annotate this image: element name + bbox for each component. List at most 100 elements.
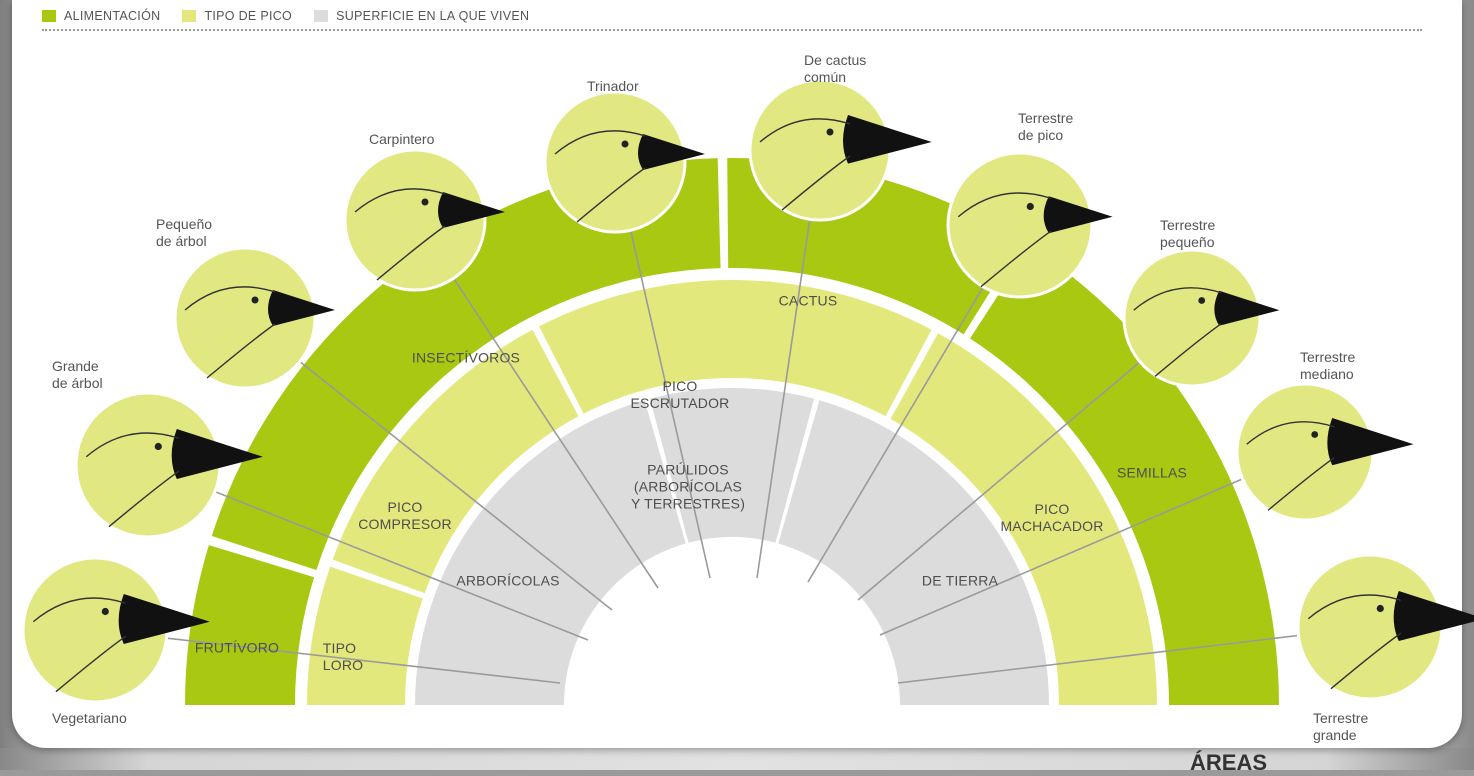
finch-head-icon [1296,553,1474,701]
connector-line [879,451,1306,636]
legend-item-tipo-pico: TIPO DE PICO [182,9,292,23]
throat-outline [1267,457,1335,511]
beak-shape [268,290,335,326]
bird-eye [101,607,109,616]
bird-face-circle [946,151,1094,299]
beak-shape [1327,418,1414,466]
footer-fragment: ÁREAS [1190,750,1268,775]
ring-segment-pico-machacador [890,333,1157,705]
beak-shape [843,115,932,164]
band-label-semillas: SEMILLAS [1116,464,1188,481]
finch-head-icon [1235,382,1414,522]
bird-label-carpintero: Carpintero [369,131,435,147]
legend-divider [42,29,1422,31]
legend: ALIMENTACIÓN TIPO DE PICO SUPERFICIE EN … [42,6,529,26]
ring-segment-semillas [970,246,1279,705]
bird-label-terrestre-grande: Terrestre grande [1313,710,1369,743]
beak-shape [438,192,505,228]
connector-line [857,317,1193,601]
ring-segment-frutivoro [185,545,315,705]
finch-head-icon [946,151,1113,299]
finch-head-icon [748,78,932,222]
bird-face-circle [1122,248,1262,388]
beak-shape [118,594,210,644]
throat-outline [1154,323,1222,377]
bird-label-trinador: Trinador [587,78,639,94]
legend-label: SUPERFICIE EN LA QUE VIVEN [336,9,530,23]
throat-outline [376,225,446,281]
head-outline [759,118,851,143]
connector-line [147,464,589,641]
band-label-arboricolas: ARBORÍCOLAS [456,572,560,589]
bird-eye [826,128,834,136]
connector-line [756,149,821,579]
throat-outline [206,323,276,379]
bird-label-terrestre-pequeno: Terrestre pequeño [1160,217,1216,250]
band-label-insectivoros: INSECTÍVOROS [411,349,521,366]
connector-line [94,629,561,684]
band-label-pico-escrutador: PICO ESCRUTADOR [630,378,730,411]
legend-swatch [314,10,329,22]
band-label-de-tierra: DE TIERRA [921,572,999,589]
finch-head-icon [543,90,705,234]
connector-line [244,317,613,611]
head-outline [554,130,646,155]
head-outline [1246,421,1335,445]
beak-shape [1393,591,1474,641]
ring-segment-arboricolas [415,400,686,705]
connector-line [897,626,1371,684]
bird-label-grande-de-arbol: Grande de árbol [52,358,103,391]
bird-face-circle [543,90,687,234]
band-label-parulidos: PARÚLIDOS (ARBORÍCOLAS Y TERRESTRES) [630,461,746,512]
ring-segment-tipo-loro [307,566,423,705]
head-outline [957,192,1052,218]
finch-head-icon [343,148,505,292]
finch-head-icon [1122,248,1280,388]
bird-face-circle [173,246,317,390]
legend-item-alimentacion: ALIMENTACIÓN [42,9,160,23]
bottom-strip [0,748,1474,770]
band-label-tipo-loro: TIPO LORO [322,640,364,673]
legend-label: TIPO DE PICO [204,9,293,23]
bird-eye [621,140,629,148]
bird-label-pequeno-de-arbol: Pequeño de árbol [156,216,213,249]
bird-eye [421,198,429,206]
bird-face-circle [343,148,487,292]
finch-head-icon [74,391,263,539]
head-outline [354,188,446,213]
bird-label-terrestre-mediano: Terrestre mediano [1300,349,1356,382]
bird-eye [1311,431,1319,438]
band-label-cactus: CACTUS [778,292,838,309]
finch-head-icon [21,556,210,704]
throat-outline [55,635,127,693]
band-label-frutivoro: FRUTÍVORO [194,639,280,656]
head-outline [85,432,180,458]
bird-eye [1198,297,1206,304]
bird-label-de-cactus-comun: De cactus común [804,52,867,85]
band-label-pico-compresor: PICO COMPRESOR [358,499,452,532]
connector-line [414,219,659,589]
legend-swatch [42,10,56,22]
finch-head-icon [173,246,335,390]
bird-eye [1026,202,1034,211]
head-outline [184,286,276,311]
beak-shape [638,134,705,170]
bird-eye [154,442,162,451]
head-outline [32,597,127,623]
ring-segment-pico-compresor [332,329,579,594]
throat-outline [108,470,180,528]
beak-shape [171,429,263,479]
bird-label-terrestre-de-pico: Terrestre de pico [1018,110,1074,143]
throat-outline [781,155,851,211]
ring-segment-insectivoros [211,158,721,570]
ring-segment-parulidos [649,387,815,543]
head-outline [1307,594,1402,620]
bird-eye [251,296,259,304]
bird-eye [1376,604,1384,613]
head-outline [1133,287,1222,311]
legend-label: ALIMENTACIÓN [64,9,161,23]
beak-shape [1214,290,1280,326]
band-label-pico-machacador: PICO MACHACADOR [1000,501,1104,534]
legend-item-superficie: SUPERFICIE EN LA QUE VIVEN [314,9,529,23]
